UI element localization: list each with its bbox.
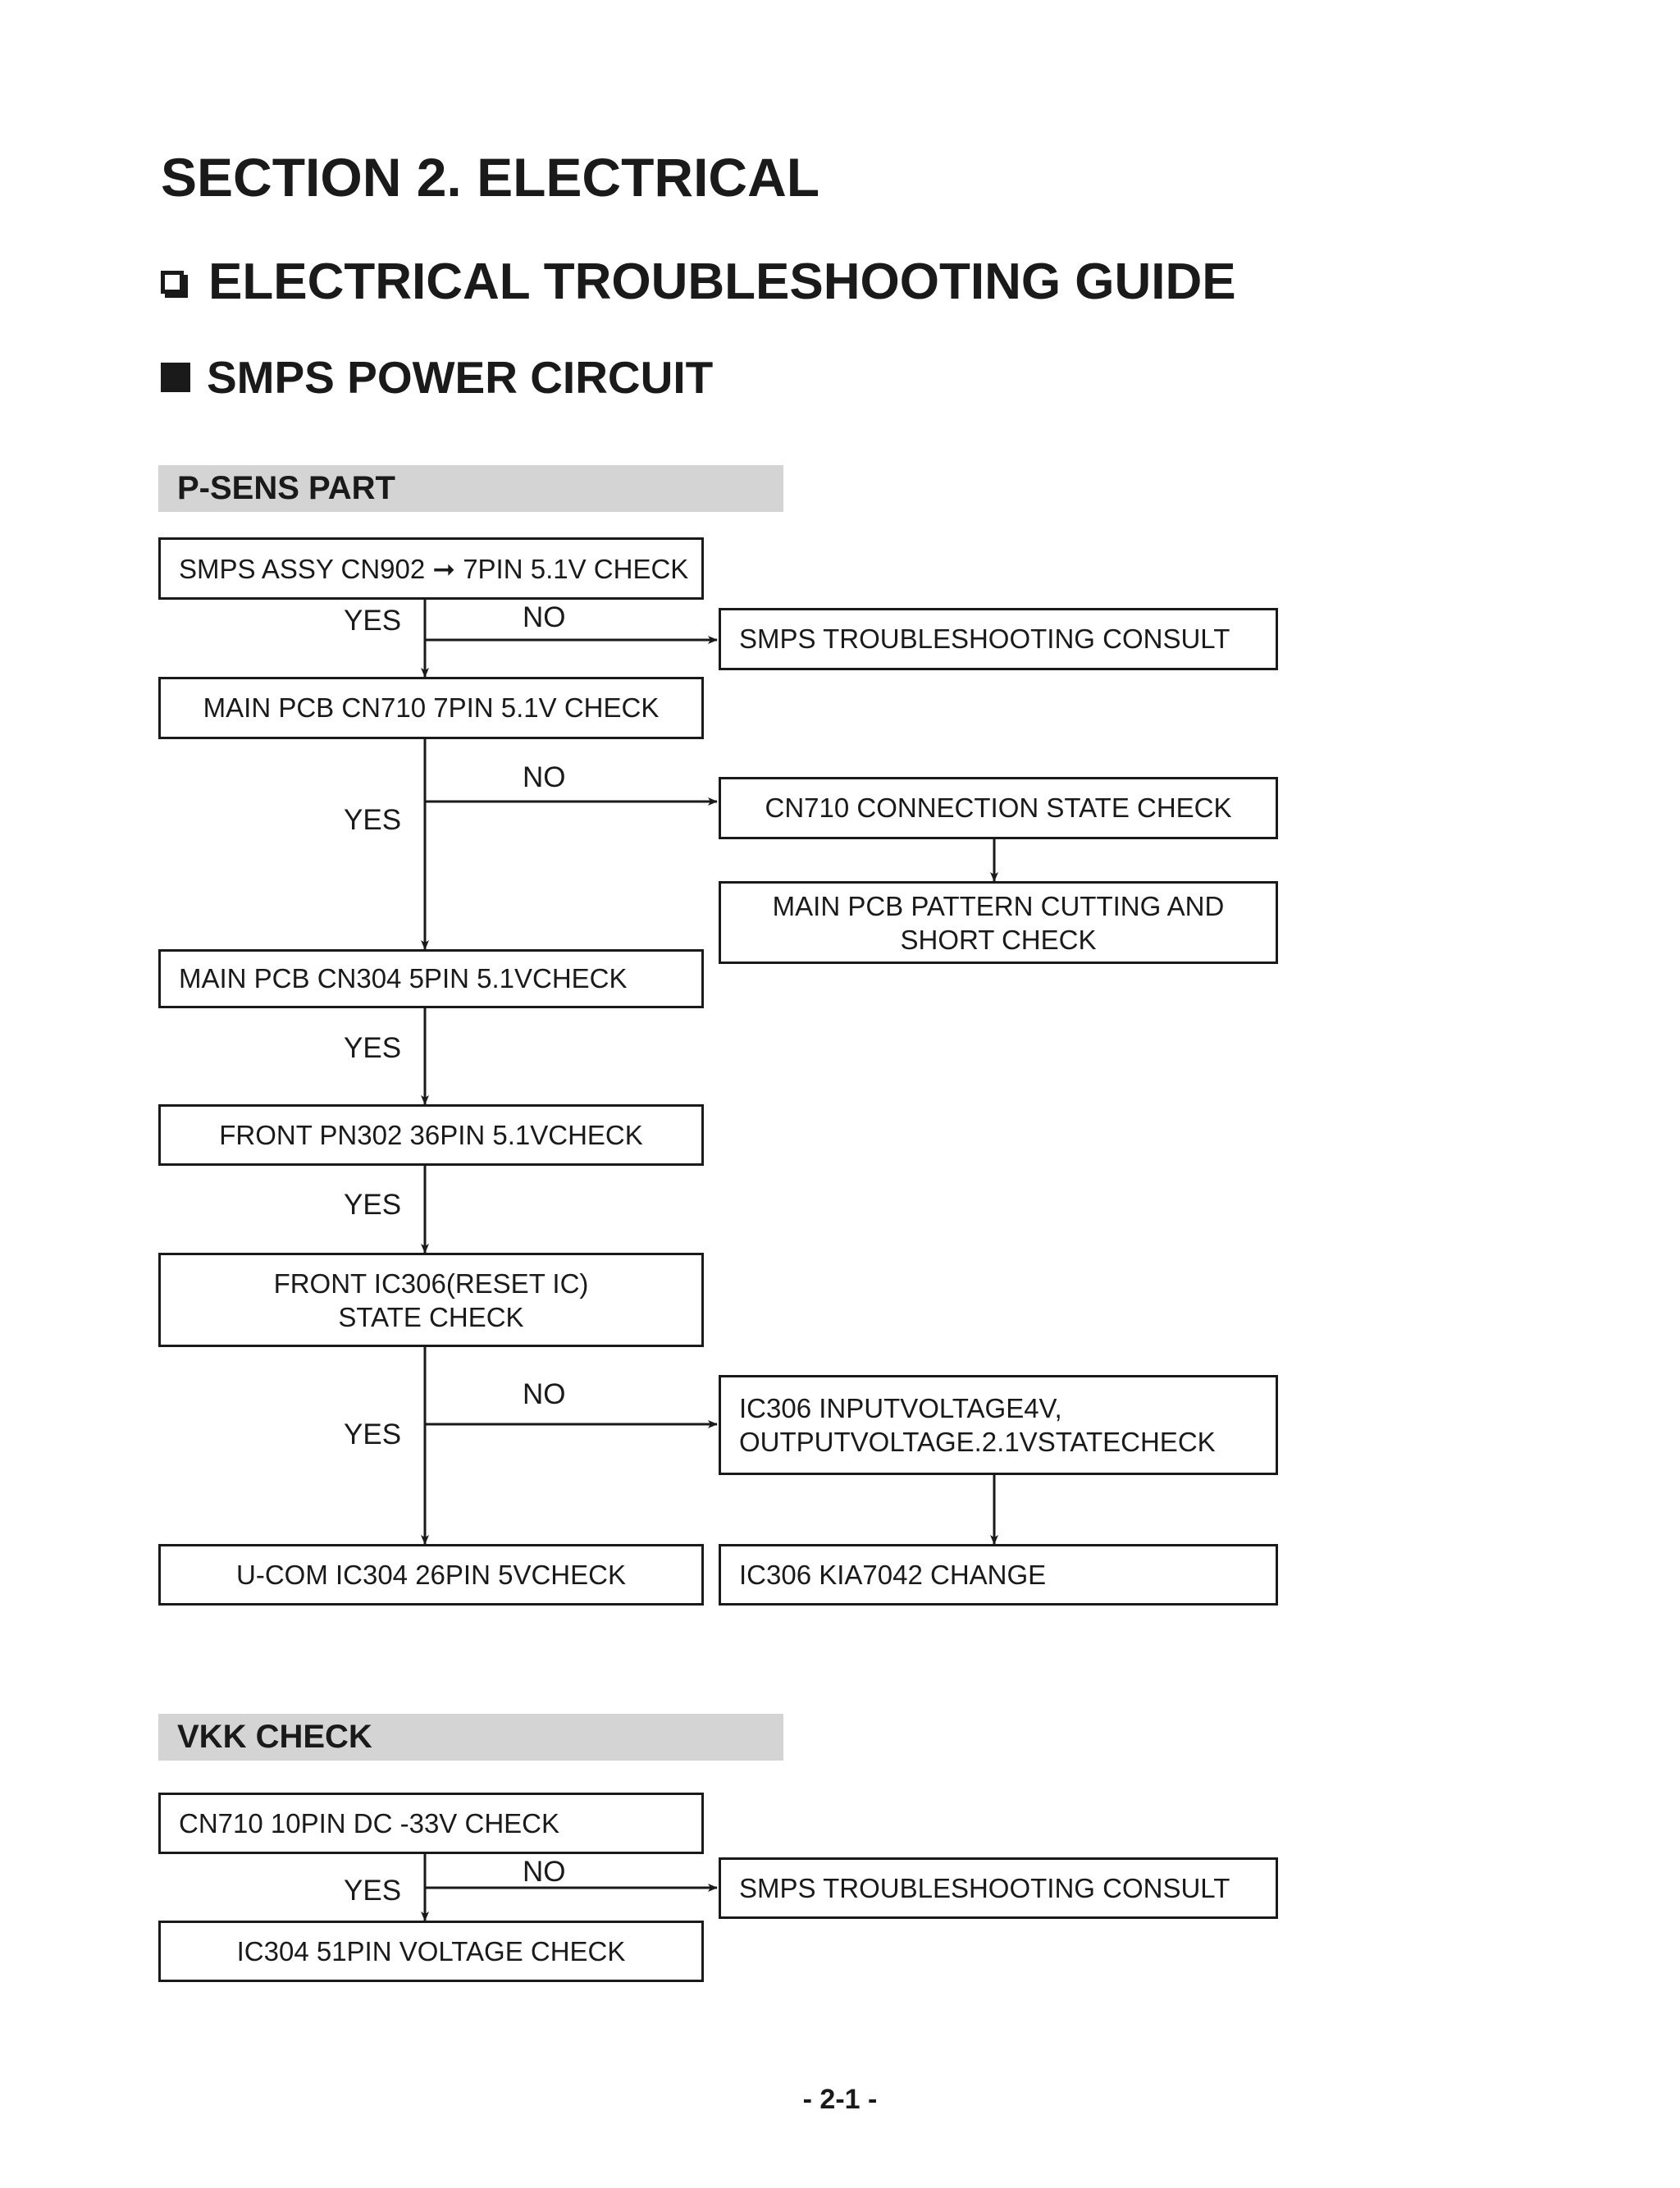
label-yes: YES: [344, 1189, 402, 1221]
flow-box-smps-cn902: SMPS ASSY CN902 ➞ 7PIN 5.1V CHECK: [158, 537, 704, 600]
flow-box-ic304-51pin: IC304 51PIN VOLTAGE CHECK: [158, 1921, 704, 1982]
label-yes: YES: [344, 1418, 402, 1450]
flow-box-cn710-33v: CN710 10PIN DC -33V CHECK: [158, 1793, 704, 1854]
flow-box-main-cn304: MAIN PCB CN304 5PIN 5.1VCHECK: [158, 949, 704, 1008]
flow-box-ic306-change: IC306 KIA7042 CHANGE: [719, 1544, 1278, 1606]
flow-box-ic306-voltage: IC306 INPUTVOLTAGE4V, OUTPUTVOLTAGE.2.1V…: [719, 1375, 1278, 1475]
label-yes: YES: [344, 804, 402, 836]
label-no: NO: [523, 601, 566, 633]
flow-box-front-ic306: FRONT IC306(RESET IC) STATE CHECK: [158, 1253, 704, 1347]
label-yes: YES: [344, 1875, 402, 1907]
label-no: NO: [523, 1856, 566, 1888]
square-bullet-icon: [161, 363, 190, 392]
flow-box-front-pn302: FRONT PN302 36PIN 5.1VCHECK: [158, 1104, 704, 1166]
section-title: SECTION 2. ELECTRICAL: [161, 147, 820, 208]
page-number: - 2-1 -: [802, 2084, 878, 2115]
flow-box-cn710-connection: CN710 CONNECTION STATE CHECK: [719, 777, 1278, 839]
label-yes: YES: [344, 605, 402, 637]
guide-title: ELECTRICAL TROUBLESHOOTING GUIDE: [208, 254, 1236, 310]
label-no: NO: [523, 761, 566, 793]
flow-box-ucom-ic304: U-COM IC304 26PIN 5VCHECK: [158, 1544, 704, 1606]
section-header-vkk: VKK CHECK: [158, 1714, 783, 1761]
label-yes: YES: [344, 1032, 402, 1064]
flow-box-smps-consult: SMPS TROUBLESHOOTING CONSULT: [719, 608, 1278, 670]
flow-box-main-cn710: MAIN PCB CN710 7PIN 5.1V CHECK: [158, 677, 704, 739]
checkbox-icon: [161, 270, 188, 298]
guide-heading: ELECTRICAL TROUBLESHOOTING GUIDE: [161, 253, 1236, 311]
flow-box-vkk-smps-consult: SMPS TROUBLESHOOTING CONSULT: [719, 1857, 1278, 1919]
circuit-heading: SMPS POWER CIRCUIT: [161, 351, 713, 404]
circuit-title: SMPS POWER CIRCUIT: [207, 352, 714, 403]
flow-box-pattern-cutting: MAIN PCB PATTERN CUTTING AND SHORT CHECK: [719, 881, 1278, 964]
section-header-psens: P-SENS PART: [158, 465, 783, 512]
label-no: NO: [523, 1378, 566, 1410]
